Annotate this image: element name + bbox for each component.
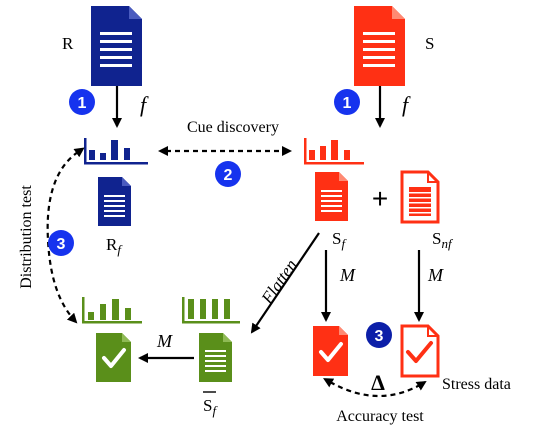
stress-checkmark-document-icon	[400, 324, 440, 378]
m-label-snf: M	[427, 265, 444, 285]
step-3-badge-left: 3	[48, 230, 74, 256]
red-checkmark-document-icon	[313, 326, 348, 376]
step-2-badge: 2	[215, 161, 241, 187]
m-label-sf: M	[339, 265, 356, 285]
sf-bar-label: Sf	[203, 396, 218, 418]
result-histogram-icon	[82, 297, 142, 324]
step-1-badge-right: 1	[334, 89, 360, 115]
rf-document-icon	[98, 177, 131, 226]
step-3-badge-right: 3	[366, 322, 392, 348]
sf-document-icon	[315, 172, 348, 221]
plus-sign: +	[372, 183, 388, 214]
flatten-arrow	[250, 232, 320, 334]
accuracy-test-label: Accuracy test	[336, 408, 424, 425]
snf-document-icon	[400, 170, 440, 224]
r-histogram-icon	[84, 138, 148, 165]
rf-label: Rf	[106, 235, 123, 257]
s-histogram-icon	[304, 138, 364, 165]
distribution-test-arrow	[46, 147, 85, 324]
svg-text:3: 3	[375, 328, 384, 345]
f-label-left: f	[140, 92, 149, 117]
cue-discovery-label: Cue discovery	[187, 119, 279, 136]
sf-label: Sf	[332, 229, 347, 251]
delta-symbol: Δ	[371, 370, 385, 395]
svg-text:3: 3	[57, 236, 66, 253]
s-label: S	[425, 34, 434, 53]
distribution-test-label: Distribution test	[18, 185, 35, 289]
uniform-histogram-icon	[182, 297, 240, 324]
s-document-icon	[354, 6, 405, 86]
m-label-left: M	[156, 331, 173, 351]
f-label-right: f	[402, 92, 411, 117]
svg-text:1: 1	[78, 95, 87, 112]
green-checkmark-document-icon	[96, 333, 131, 382]
accuracy-test-arrow	[323, 378, 427, 397]
r-label: R	[62, 34, 74, 53]
flattened-document-icon	[199, 333, 232, 382]
flatten-label: Flatten	[257, 256, 301, 308]
svg-text:1: 1	[343, 95, 352, 112]
stress-data-label: Stress data	[442, 376, 511, 393]
snf-label: Snf	[432, 229, 454, 251]
r-document-icon	[91, 6, 142, 86]
svg-text:2: 2	[224, 167, 233, 184]
step-1-badge-left: 1	[69, 89, 95, 115]
